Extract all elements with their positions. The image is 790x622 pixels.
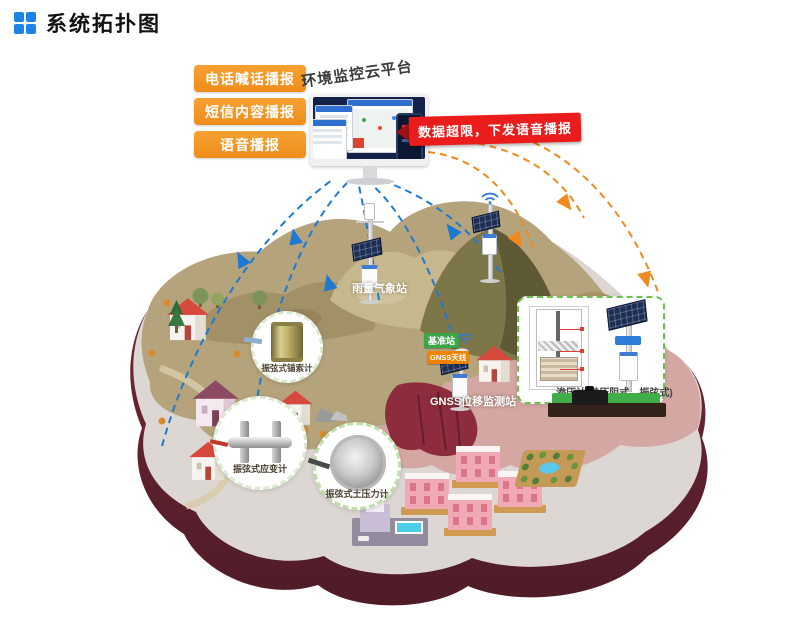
- rain-weather-station: [348, 203, 392, 305]
- strain-gauge-device: [228, 437, 292, 448]
- soil-strip: [548, 403, 666, 417]
- anchor-gauge-device: [271, 322, 303, 362]
- pump-device: [572, 386, 608, 405]
- earth-pressure-device: [330, 435, 386, 491]
- phone-broadcast-button[interactable]: 电话喊话播报: [194, 65, 306, 92]
- earth-pressure-label: 振弦式土压力计: [325, 489, 389, 499]
- mountaintop-station: [470, 190, 510, 286]
- alert-text: 数据超限，下发语音播报: [408, 112, 582, 147]
- rock: [330, 411, 348, 421]
- villa: [352, 498, 428, 546]
- pink-building: [452, 446, 504, 488]
- strain-gauge-callout: 振弦式应变计: [209, 396, 307, 490]
- tree: [192, 288, 209, 307]
- anchor-gauge-callout: 振弦式锚索计: [243, 311, 323, 383]
- earth-pressure-callout: 振弦式土压力计: [307, 422, 401, 510]
- anchor-gauge-label: 振弦式锚索计: [261, 363, 313, 373]
- orchard: [514, 450, 586, 487]
- strain-gauge-label: 振弦式应变计: [232, 464, 287, 474]
- sms-broadcast-button[interactable]: 短信内容播报: [194, 98, 306, 125]
- base-station-badge: 基准站: [424, 333, 460, 348]
- crack-zone: [385, 382, 478, 457]
- tree: [252, 290, 267, 309]
- wifi-icon: [480, 190, 500, 204]
- uplink-arrowheads: [237, 223, 462, 292]
- alert-arrow-icon: [395, 122, 410, 141]
- alert-banner: 数据超限，下发语音播报: [395, 112, 582, 147]
- downlink-arrowheads: [507, 193, 651, 288]
- gnss-antenna-badge: GNSS天线: [427, 351, 470, 364]
- gnss-station-label: GNSS位移监测站: [430, 396, 517, 408]
- house: [476, 345, 513, 382]
- borehole-diagram: [529, 306, 589, 390]
- pink-building: [444, 494, 496, 536]
- logo-icon: [14, 12, 36, 34]
- voice-broadcast-button[interactable]: 语音播报: [194, 131, 306, 158]
- pine-tree: [168, 300, 185, 333]
- page-title: 系统拓扑图: [46, 13, 161, 36]
- wifi-icon: [456, 331, 476, 345]
- rock: [314, 408, 336, 422]
- crack-streaks: [417, 391, 461, 451]
- sensor-cable: [209, 439, 229, 447]
- cloud-platform-monitor: [296, 84, 448, 188]
- piezometer-box: [517, 296, 665, 404]
- rain-station-label: 雨量气象站: [352, 283, 407, 295]
- tree: [211, 292, 224, 308]
- piezo-pole-station: [603, 299, 655, 394]
- pink-building: [401, 473, 453, 515]
